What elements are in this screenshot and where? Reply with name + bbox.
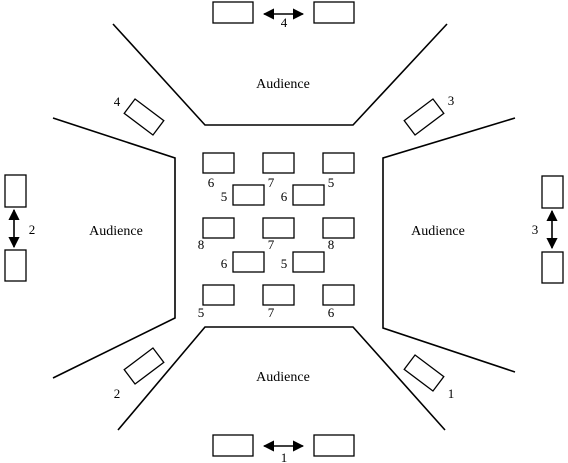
stage-box-r5-mid (262, 284, 295, 306)
stage-label-r1-mid: 7 (268, 175, 275, 190)
diagonal-label-bottom-right: 1 (448, 386, 455, 401)
right-audience-wall (382, 117, 516, 373)
audience-label-bottom: Audience (256, 370, 310, 385)
pair-label-bottom: 1 (281, 450, 288, 463)
stage-box-r4-left (232, 251, 265, 273)
stage-box-r1-mid (262, 152, 295, 174)
stage-label-r3-mid: 7 (268, 237, 275, 252)
stage-label-r5-left: 5 (198, 305, 205, 320)
stage-box-r5-left (202, 284, 235, 306)
diagonal-label-top-right: 3 (448, 93, 455, 108)
stage-label-r5-mid: 7 (268, 305, 275, 320)
speaker-top-left (212, 1, 254, 24)
speaker-right-bottom (541, 251, 564, 284)
speaker-bottom-right (313, 434, 355, 457)
speaker-diagonal-top-right (403, 98, 445, 136)
stage-box-r1-right (322, 152, 355, 174)
stage-label-r3-left: 8 (198, 237, 205, 252)
stage-label-r3-right: 8 (328, 237, 335, 252)
audience-label-left: Audience (89, 224, 143, 239)
stage-label-r2-right: 6 (281, 189, 288, 204)
stage-box-r5-right (322, 284, 355, 306)
speaker-top-right (313, 1, 355, 24)
diagonal-label-bottom-left: 2 (114, 386, 121, 401)
speaker-left-bottom (4, 249, 27, 282)
stage-box-r3-left (202, 217, 235, 239)
pair-label-top: 4 (281, 15, 288, 30)
stage-label-r1-left: 6 (208, 175, 215, 190)
speaker-left-top (4, 174, 27, 208)
diagonal-label-top-left: 4 (114, 94, 121, 109)
speaker-diagonal-bottom-right (403, 354, 445, 392)
stage-label-r1-right: 5 (328, 175, 335, 190)
speaker-diagonal-bottom-left (123, 347, 165, 385)
left-audience-wall (52, 117, 176, 379)
pair-label-left: 2 (29, 222, 36, 237)
speaker-right-top (541, 175, 564, 209)
audience-label-top: Audience (256, 77, 310, 92)
audience-label-right: Audience (411, 224, 465, 239)
stage-label-r4-right: 5 (281, 256, 288, 271)
stage-box-r2-left (232, 184, 265, 206)
stage-box-r4-right (292, 251, 325, 273)
stage-box-r1-left (202, 152, 235, 174)
speaker-diagonal-top-left (123, 98, 165, 136)
bottom-audience-wall (117, 326, 446, 431)
stage-box-r3-mid (262, 217, 295, 239)
stage-label-r2-left: 5 (221, 189, 228, 204)
stage-box-r3-right (322, 217, 355, 239)
stage-box-r2-right (292, 184, 325, 206)
stage-label-r5-right: 6 (328, 305, 335, 320)
stage-label-r4-left: 6 (221, 256, 228, 271)
speaker-bottom-left (212, 434, 254, 457)
pair-label-right: 3 (532, 222, 539, 237)
top-audience-wall (112, 23, 448, 126)
